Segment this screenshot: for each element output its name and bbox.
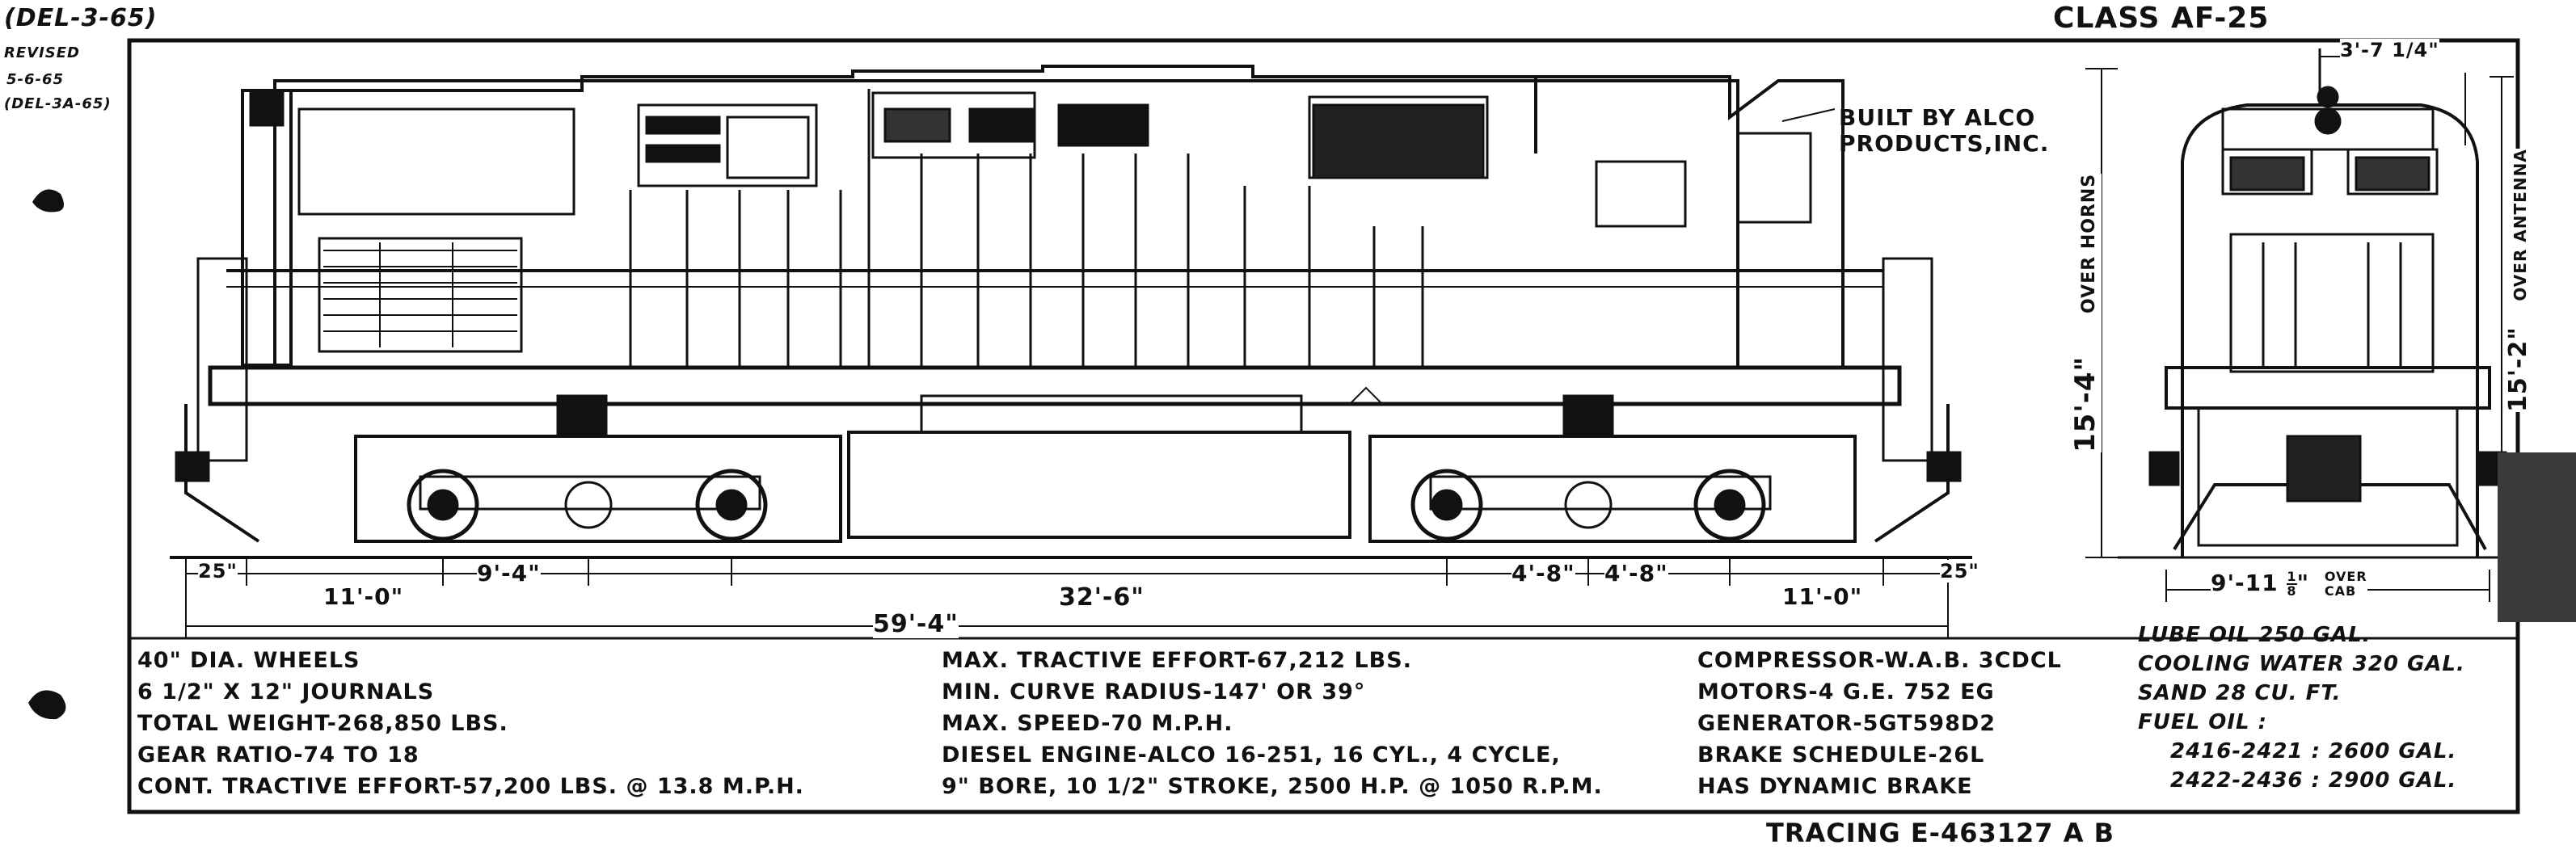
spec-line: GENERATOR-5GT598D2 (1697, 711, 1996, 736)
specs-column-1: 40" DIA. WHEELS 6 1/2" X 12" JOURNALS TO… (137, 645, 804, 802)
height-over-horns-dim: 15'-4" OVER HORNS (2069, 173, 2102, 452)
rear-truck (1368, 394, 1857, 543)
spec-line: BRAKE SCHEDULE-26L (1697, 742, 1985, 768)
axle-spacing-right-b-dim: 4'-8" (1604, 560, 1668, 587)
width-over-cab-caption-a: OVER (2324, 569, 2367, 584)
spec-line: GEAR RATIO-74 TO 18 (137, 742, 419, 768)
axle-spacing-left-dim: 9'-4" (477, 560, 541, 587)
height-over-antenna-caption: OVER ANTENNA (2511, 149, 2530, 301)
truck-center-right-dim: 11'-0" (1782, 583, 1863, 610)
revision-note-4: (DEL-3A-65) (4, 95, 112, 112)
height-over-antenna-value: 15'-2" (2504, 326, 2532, 412)
width-over-cab-caption-b: CAB (2324, 583, 2357, 599)
width-over-cab-fraction: 1 8 (2287, 569, 2297, 599)
spec-line: TOTAL WEIGHT-268,850 LBS. (137, 711, 508, 736)
spec-line: 40" DIA. WHEELS (137, 648, 360, 673)
height-over-horns-value: 15'-4" (2069, 355, 2102, 452)
truck-centers-dim: 32'-6" (1059, 583, 1145, 612)
width-over-cab-caption: OVER CAB (2325, 570, 2367, 599)
specs-column-3: COMPRESSOR-W.A.B. 3CDCL MOTORS-4 G.E. 75… (1697, 645, 2062, 802)
end-dimension-lines (2118, 56, 2514, 602)
spec-line: MOTORS-4 G.E. 752 EG (1697, 679, 1995, 704)
spec-line: FUEL OIL : (2138, 710, 2268, 734)
ink-blot-top (32, 189, 64, 212)
spec-line: MAX. SPEED-70 M.P.H. (942, 711, 1233, 736)
side-dimension-lines (185, 68, 2118, 638)
spec-line: HAS DYNAMIC BRAKE (1697, 774, 1973, 799)
revision-note-2: REVISED (4, 44, 80, 61)
revision-note-1: (DEL-3-65) (4, 4, 158, 32)
height-over-antenna-dim: 15'-2" OVER ANTENNA (2504, 149, 2532, 412)
spec-line: 6 1/2" X 12" JOURNALS (137, 679, 435, 704)
edge-smudge (2498, 452, 2576, 622)
spec-line: DIESEL ENGINE-ALCO 16-251, 16 CYL., 4 CY… (942, 742, 1561, 768)
front-overhang-dim: 25" (198, 560, 238, 583)
width-over-cab-fraction-den: 8 (2287, 583, 2297, 599)
tracing-number: TRACING E-463127 A B (1766, 818, 2114, 848)
spec-line: 9" BORE, 10 1/2" STROKE, 2500 H.P. @ 105… (942, 774, 1603, 799)
spec-line: SAND 28 CU. FT. (2138, 681, 2342, 705)
drawing-border (127, 38, 2520, 814)
truck-center-left-dim: 11'-0" (323, 583, 404, 610)
axle-spacing-right-a-dim: 4'-8" (1511, 560, 1575, 587)
specs-column-2: MAX. TRACTIVE EFFORT-67,212 LBS. MIN. CU… (942, 645, 1603, 802)
ink-blot-bottom (28, 690, 66, 720)
width-over-cab-fraction-num: 1 (2287, 569, 2297, 584)
end-top-width-dim: 3'-7 1/4" (2340, 39, 2439, 61)
rear-overhang-dim: 25" (1940, 560, 1979, 583)
spec-line: 2416-2421 : 2600 GAL. (2170, 739, 2457, 763)
front-truck (354, 394, 842, 543)
side-elevation (170, 65, 1972, 559)
builder-note-line-1: BUILT BY ALCO (1839, 104, 2036, 131)
class-label: CLASS AF-25 (2053, 2, 2270, 35)
builder-note-line-2: PRODUCTS,INC. (1839, 130, 2050, 157)
spec-line: MAX. TRACTIVE EFFORT-67,212 LBS. (942, 648, 1412, 673)
spec-line: COOLING WATER 320 GAL. (2138, 652, 2465, 676)
overall-length-dim: 59'-4" (873, 610, 959, 638)
width-over-cab-dim: 9'-11 1 8 " OVER CAB (2211, 569, 2367, 599)
width-over-cab-value: 9'-11 (2211, 570, 2279, 596)
height-over-horns-caption: OVER HORNS (2079, 173, 2099, 313)
revision-note-3: 5-6-65 (6, 71, 65, 88)
spec-line: CONT. TRACTIVE EFFORT-57,200 LBS. @ 13.8… (137, 774, 804, 799)
spec-line: COMPRESSOR-W.A.B. 3CDCL (1697, 648, 2062, 673)
specs-column-4: LUBE OIL 250 GAL. COOLING WATER 320 GAL.… (2138, 620, 2465, 795)
spec-line: LUBE OIL 250 GAL. (2138, 623, 2372, 647)
end-elevation (2148, 48, 2507, 557)
spec-line: MIN. CURVE RADIUS-147' OR 39° (942, 679, 1366, 704)
spec-line: 2422-2436 : 2900 GAL. (2170, 768, 2457, 793)
builder-note: BUILT BY ALCO PRODUCTS,INC. (1839, 105, 2049, 157)
